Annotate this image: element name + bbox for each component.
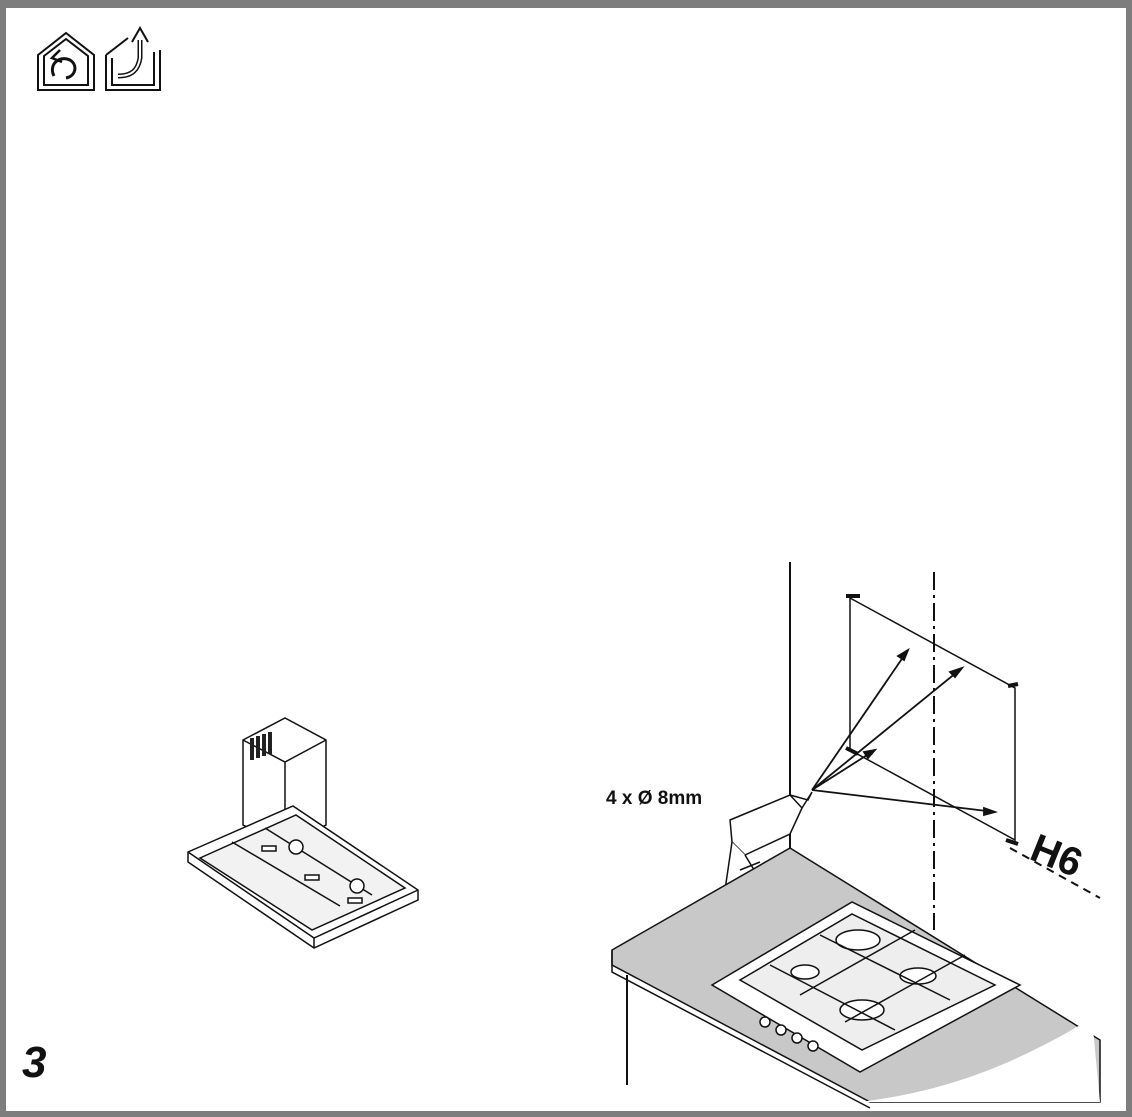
recirculation-mode-icon bbox=[37, 31, 95, 91]
cooker-hood-drawing bbox=[187, 717, 419, 949]
gas-hob-drawing bbox=[710, 901, 1022, 1073]
drill-direction-arrows bbox=[811, 647, 998, 817]
drill-hole-size-label: 4 x Ø 8mm bbox=[606, 788, 703, 809]
step-number: 3 bbox=[22, 1038, 47, 1087]
ducted-exhaust-mode-icon bbox=[105, 25, 161, 91]
